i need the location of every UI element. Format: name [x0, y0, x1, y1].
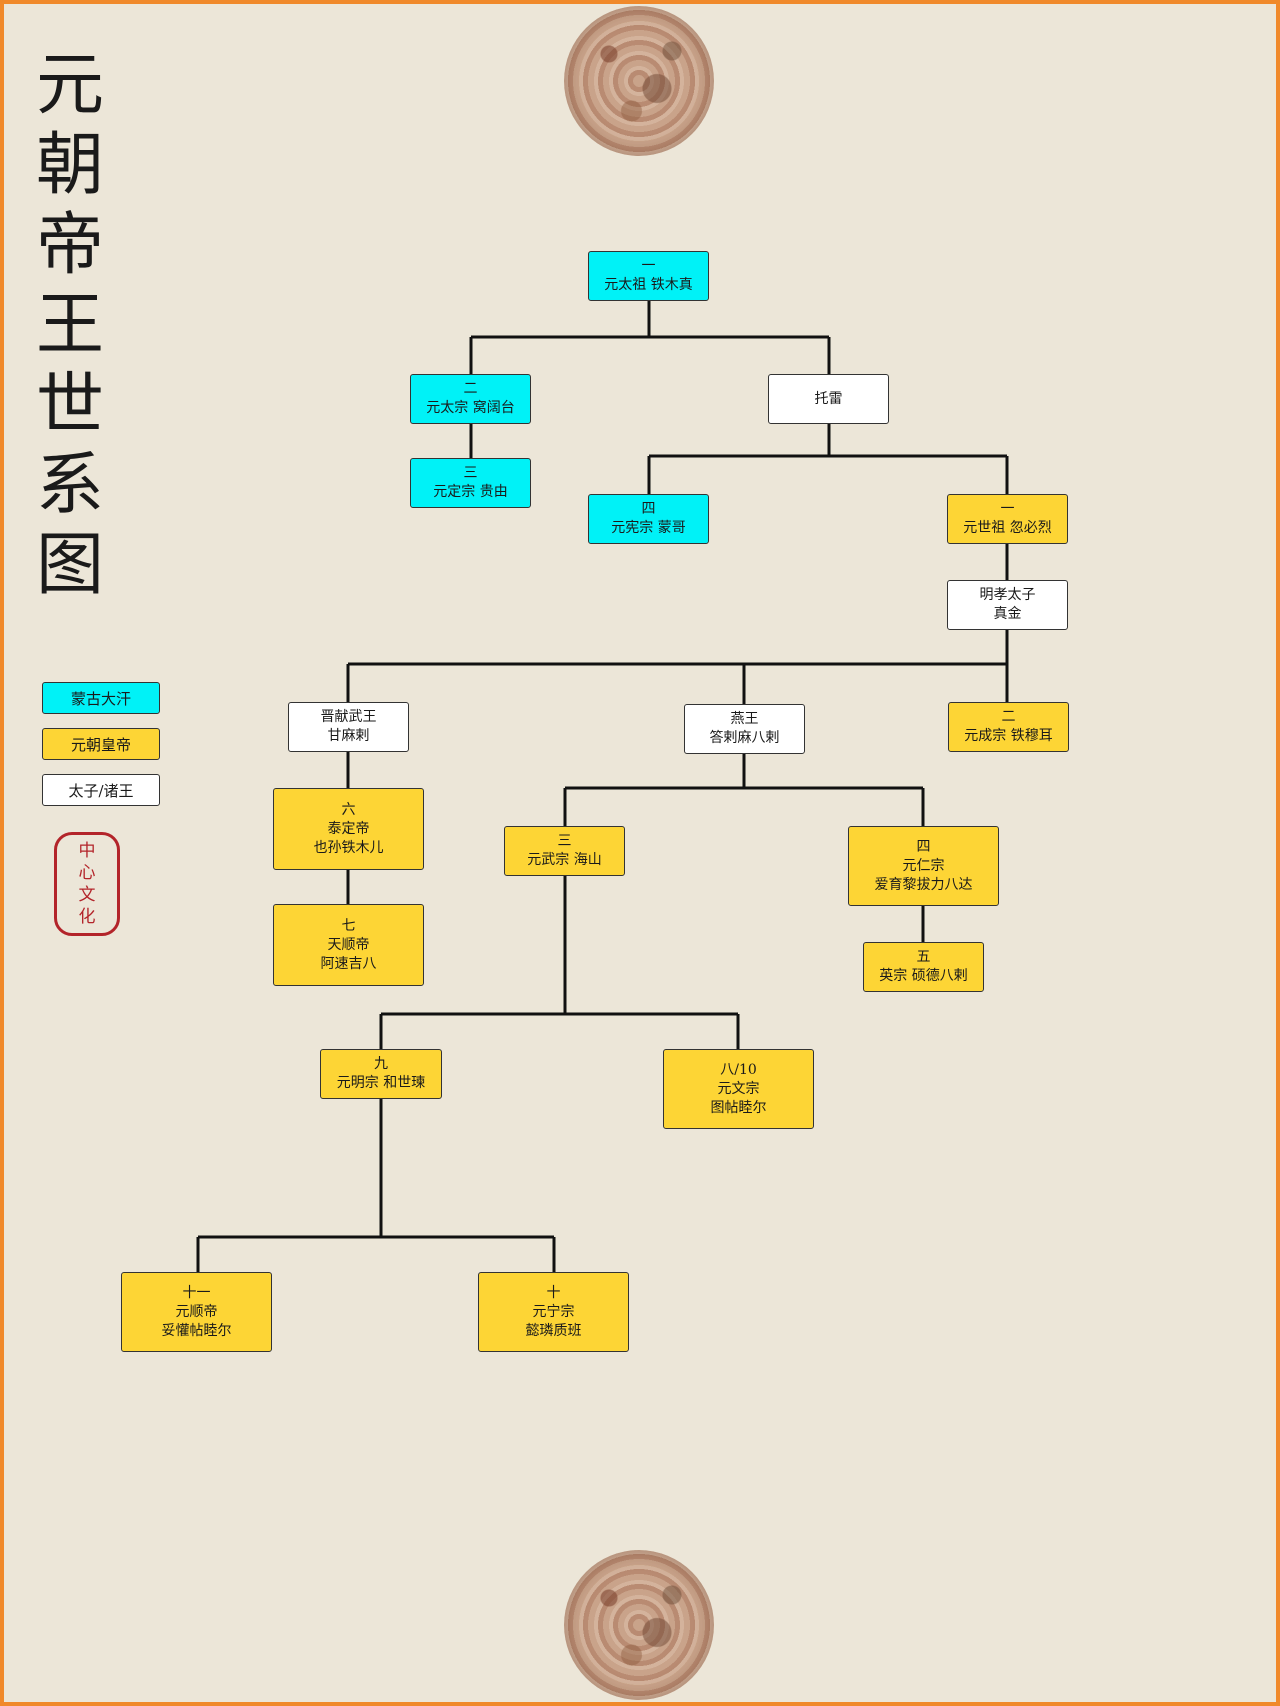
node-title: 元仁宗: [902, 857, 945, 874]
node-title: 元宁宗: [532, 1303, 575, 1320]
title-char: 帝: [35, 206, 104, 285]
node-title: 明孝太子: [979, 587, 1036, 603]
node-name: 妥懽帖睦尔: [161, 1322, 232, 1339]
node-title: 泰定帝: [327, 820, 370, 837]
node-name: 真金: [993, 606, 1022, 622]
title-char: 世: [35, 366, 104, 445]
node-name: 懿璘质班: [525, 1322, 582, 1339]
node-wenzong-tugh-temur[interactable]: 八/10 元文宗 图帖睦尔: [663, 1049, 814, 1129]
seal-char: 文: [78, 885, 96, 905]
node-title: 燕王: [730, 711, 759, 727]
node-rank: 一: [641, 258, 656, 274]
legend-mongol-khan: 蒙古大汗: [42, 682, 160, 714]
node-renzong-ayurbarwada[interactable]: 四 元仁宗 爱育黎拔力八达: [848, 826, 999, 906]
node-name: 答剌麻八剌: [709, 730, 780, 746]
node-tuolei[interactable]: 托雷: [768, 374, 889, 424]
node-rank: 二: [463, 381, 478, 397]
node-rank: 九: [374, 1056, 388, 1072]
node-title: 晋献武王: [320, 709, 377, 725]
node-shundi-toghon-temur[interactable]: 十一 元顺帝 妥懽帖睦尔: [121, 1272, 272, 1352]
node-name: 也孙铁木儿: [313, 839, 384, 856]
title-char: 朝: [35, 126, 104, 205]
chart-frame: 元 朝 帝 王 世 系 图 蒙古大汗 元朝皇帝 太子/诸王 中 心 文 化 一 …: [4, 4, 1276, 1702]
node-name: 元成宗 铁穆耳: [964, 728, 1053, 744]
node-name: 元世祖 忽必烈: [963, 520, 1052, 536]
node-name: 元太祖 铁木真: [604, 277, 693, 293]
node-rank: 七: [341, 917, 356, 934]
node-ningzong-rinchinbal[interactable]: 十 元宁宗 懿璘质班: [478, 1272, 629, 1352]
node-rank: 八/10: [720, 1061, 757, 1078]
node-name: 英宗 硕德八剌: [879, 968, 968, 984]
connector-mingzong-children: [196, 1097, 556, 1272]
node-name: 元武宗 海山: [527, 852, 602, 868]
node-rank: 十一: [182, 1284, 211, 1301]
node-name: 元太宗 窝阔台: [426, 400, 515, 416]
node-rank: 一: [1000, 501, 1015, 517]
title-char: 系: [35, 446, 104, 525]
node-title: 天顺帝: [327, 936, 370, 953]
node-chengzong-temur[interactable]: 二 元成宗 铁穆耳: [948, 702, 1069, 752]
node-dingzong-guyuk[interactable]: 三 元定宗 贵由: [410, 458, 531, 508]
connector-dalamabala-children: [563, 752, 925, 826]
node-xianzong-mongke[interactable]: 四 元宪宗 蒙哥: [588, 494, 709, 544]
node-dalamabala[interactable]: 燕王 答剌麻八剌: [684, 704, 805, 754]
node-shizu-kublai[interactable]: 一 元世祖 忽必烈: [947, 494, 1068, 544]
connector-tuolei-children: [647, 422, 1009, 494]
node-rank: 十: [546, 1284, 561, 1301]
node-yingzong-shidebala[interactable]: 五 英宗 硕德八剌: [863, 942, 984, 992]
legend-prince: 太子/诸王: [42, 774, 160, 806]
connector-zhenjin-children: [346, 628, 1009, 704]
node-tianshun-aragibag[interactable]: 七 天顺帝 阿速吉八: [273, 904, 424, 986]
dragon-medallion-top: [564, 6, 714, 156]
node-taizong-ogedei[interactable]: 二 元太宗 窝阔台: [410, 374, 531, 424]
node-taiding-yesun-temur[interactable]: 六 泰定帝 也孙铁木儿: [273, 788, 424, 870]
node-name: 爱育黎拔力八达: [874, 876, 973, 893]
node-name: 阿速吉八: [320, 955, 377, 972]
node-title: 元文宗: [717, 1080, 760, 1097]
node-rank: 三: [557, 833, 572, 849]
node-name: 图帖睦尔: [710, 1099, 767, 1116]
node-rank: 六: [341, 801, 356, 818]
legend-yuan-emperor: 元朝皇帝: [42, 728, 160, 760]
node-mingzong-kusala[interactable]: 九 元明宗 和世瑓: [320, 1049, 442, 1099]
node-title: 元顺帝: [175, 1303, 218, 1320]
page-title: 元 朝 帝 王 世 系 图: [34, 46, 106, 606]
node-rank: 四: [641, 501, 656, 517]
connector-taizu-children: [469, 299, 831, 374]
node-gamala[interactable]: 晋献武王 甘麻剌: [288, 702, 409, 752]
connector-wuzong-children: [379, 874, 740, 1049]
node-name: 元明宗 和世瑓: [336, 1075, 426, 1091]
node-taizu-temujin[interactable]: 一 元太祖 铁木真: [588, 251, 709, 301]
title-char: 元: [35, 46, 104, 125]
seal-char: 心: [78, 863, 96, 883]
seal-char: 化: [78, 907, 96, 927]
node-rank: 三: [463, 465, 478, 481]
node-name: 甘麻剌: [327, 728, 370, 744]
title-char: 王: [35, 286, 104, 365]
node-rank: 二: [1001, 709, 1016, 725]
seal-char: 中: [78, 841, 96, 861]
connector-lines: [196, 299, 1009, 1272]
node-wuzong-khaishan[interactable]: 三 元武宗 海山: [504, 826, 625, 876]
node-name: 托雷: [814, 390, 843, 407]
node-zhenjin[interactable]: 明孝太子 真金: [947, 580, 1068, 630]
node-name: 元定宗 贵由: [433, 484, 508, 500]
node-name: 元宪宗 蒙哥: [611, 520, 686, 536]
node-rank: 四: [916, 838, 931, 855]
seal-stamp: 中 心 文 化: [54, 832, 120, 936]
title-char: 图: [35, 526, 104, 605]
node-rank: 五: [916, 949, 931, 965]
dragon-medallion-bottom: [564, 1550, 714, 1700]
